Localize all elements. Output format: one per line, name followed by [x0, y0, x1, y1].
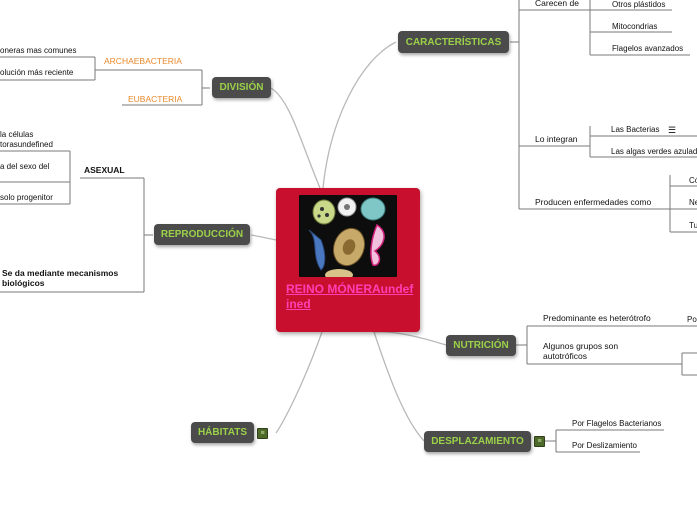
notes-icon[interactable]: ☰	[668, 125, 677, 135]
topic-enfermedad-tu[interactable]: Tu	[689, 221, 697, 230]
topic-archae-item[interactable]: olución más reciente	[0, 68, 74, 77]
topic-producen-enfermedades[interactable]: Producen enfermedades como	[535, 197, 652, 207]
microorganisms-image	[299, 195, 397, 277]
topic-carecen-de[interactable]: Carecen de	[535, 0, 579, 8]
topic-mecanismos-biologicos[interactable]: Se da mediante mecanismos biológicos	[2, 268, 119, 288]
branch-nutricion[interactable]: NUTRICIÓN	[446, 335, 516, 356]
topic-enfermedad-co[interactable]: Có	[689, 176, 697, 185]
branch-desplazamiento[interactable]: DESPLAZAMIENTO	[424, 431, 531, 452]
topic-asexual-item[interactable]: solo progenitor	[0, 193, 53, 202]
notes-icon[interactable]: ≡	[257, 428, 268, 439]
branch-reproduccion[interactable]: REPRODUCCIÓN	[154, 224, 250, 245]
topic-asexual-item[interactable]: la células	[0, 130, 34, 139]
topic-las-bacterias[interactable]: Las Bacterias	[611, 125, 660, 134]
topic-eubacteria[interactable]: EUBACTERIA	[128, 94, 183, 104]
topic-enfermedad-ne[interactable]: Ne	[689, 198, 697, 207]
topic-otros-plastidos[interactable]: Otros plástidos	[612, 0, 666, 9]
topic-flagelos-avanzados[interactable]: Flagelos avanzados	[612, 44, 684, 53]
topic-algas-verdes-azuladas[interactable]: Las algas verdes azuladas	[611, 147, 697, 156]
topic-asexual-item[interactable]: a del sexo del	[0, 162, 50, 171]
notes-icon[interactable]: ≡	[534, 436, 545, 447]
topic-deslizamiento[interactable]: Por Deslizamiento	[572, 441, 637, 450]
branch-caracteristicas[interactable]: CARACTERÍSTICAS	[398, 31, 509, 53]
topic-asexual-item[interactable]: torasundefined	[0, 140, 53, 149]
topic-asexual[interactable]: ASEXUAL	[84, 165, 125, 175]
topic-heterotrofo[interactable]: Predominante es heterótrofo	[543, 313, 651, 323]
topic-autotroficos[interactable]: Algunos grupos son autotróficos	[543, 341, 619, 361]
topic-lo-integran[interactable]: Lo integran	[535, 134, 578, 144]
topic-flagelos-bacterianos[interactable]: Por Flagelos Bacterianos	[572, 419, 662, 428]
topic-heterotrofo-child[interactable]: Po	[687, 315, 697, 324]
central-topic-title: REINO MÓNERAundefined	[286, 282, 414, 311]
branch-habitats[interactable]: HÁBITATS	[191, 422, 254, 443]
central-topic[interactable]: REINO MÓNERAundefined	[276, 188, 420, 332]
topic-mitocondrias[interactable]: Mitocondrias	[612, 22, 658, 31]
topic-archae-item[interactable]: oneras mas comunes	[0, 46, 77, 55]
branch-division[interactable]: DIVISIÓN	[212, 77, 271, 98]
topic-archaebacteria[interactable]: ARCHAEBACTERIA	[104, 56, 182, 66]
